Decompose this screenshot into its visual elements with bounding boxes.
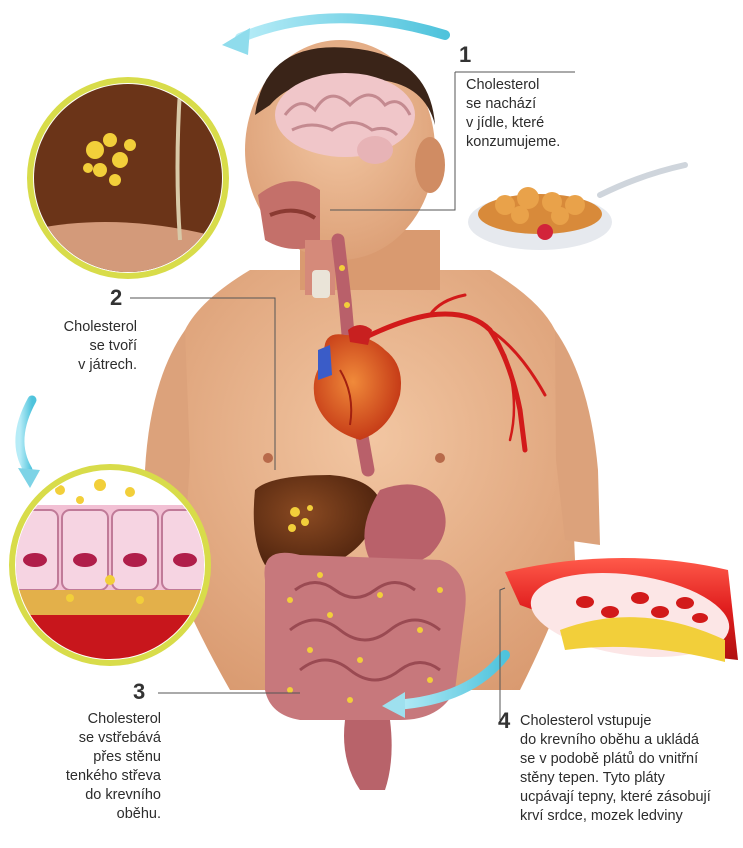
food-spoon <box>468 165 685 250</box>
step-1-number: 1 <box>459 42 471 68</box>
step-2-caption: Cholesterol se tvoří v játrech. <box>64 318 137 375</box>
caption-line: Cholesterol <box>64 318 137 337</box>
caption-line: do krevního <box>66 786 161 805</box>
caption-line: tenkého střeva <box>66 767 161 786</box>
step-1-caption: Cholesterol se nachází v jídle, které ko… <box>466 76 560 152</box>
caption-line: v jídle, které <box>466 114 560 133</box>
caption-line: Cholesterol vstupuje <box>520 712 711 731</box>
caption-line: přes stěnu <box>66 748 161 767</box>
caption-line: krví srdce, mozek ledviny <box>520 807 711 826</box>
liver-closeup-inset <box>30 80 230 280</box>
caption-line: stěny tepen. Tyto pláty <box>520 769 711 788</box>
caption-line: ucpávají tepny, které zásobují <box>520 788 711 807</box>
caption-line: Cholesterol <box>466 76 560 95</box>
step-4-number: 4 <box>498 708 510 734</box>
caption-line: se v podobě plátů do vnitřní <box>520 750 711 769</box>
step-4-caption: Cholesterol vstupuje do krevního oběhu a… <box>520 712 711 826</box>
intestines <box>264 553 465 790</box>
caption-line: se nachází <box>466 95 560 114</box>
intestine-cells-inset <box>10 467 210 675</box>
caption-line: Cholesterol <box>66 710 161 729</box>
step-3-caption: Cholesterol se vstřebává přes stěnu tenk… <box>66 710 161 824</box>
caption-line: oběhu. <box>66 805 161 824</box>
caption-line: se tvoří <box>64 337 137 356</box>
caption-line: konzumujeme. <box>466 133 560 152</box>
step-2-number: 2 <box>110 285 122 311</box>
caption-line: se vstřebává <box>66 729 161 748</box>
step-3-number: 3 <box>133 679 145 705</box>
caption-line: v játrech. <box>64 356 137 375</box>
caption-line: do krevního oběhu a ukládá <box>520 731 711 750</box>
artery-plaque-inset <box>505 558 738 669</box>
left-arrow-icon <box>18 400 40 488</box>
